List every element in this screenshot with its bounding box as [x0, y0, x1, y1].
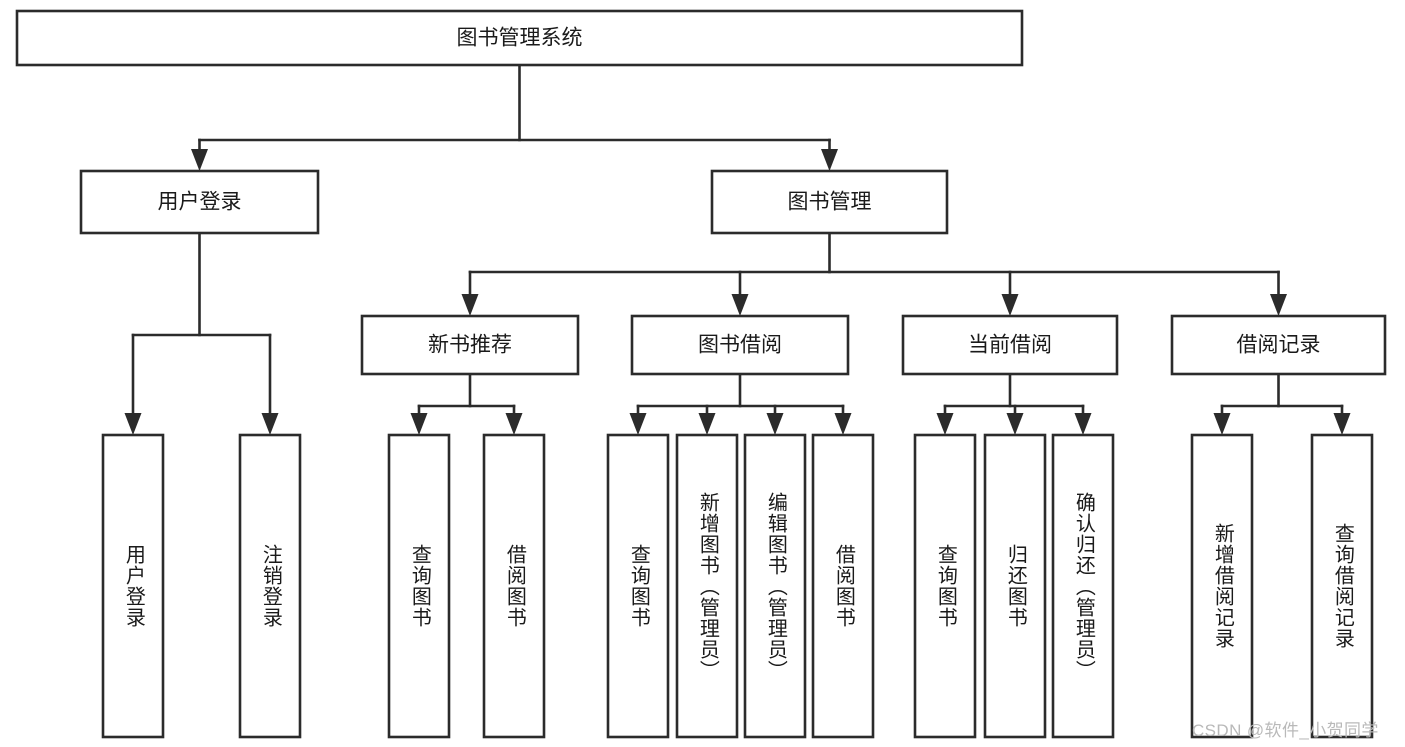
node-box-current-borrow[interactable]: [901, 314, 1119, 376]
arrow-head-icon: [1074, 413, 1092, 435]
node-leaf-user-logout[interactable]: [238, 433, 302, 739]
edge-group-book-manage: [461, 231, 1287, 316]
node-box-root[interactable]: [15, 9, 1024, 67]
node-book-borrow[interactable]: 图书借阅: [630, 314, 850, 376]
node-box-leaf-add-book-admin[interactable]: [675, 433, 739, 739]
arrow-head-icon: [1213, 413, 1231, 435]
arrow-head-icon: [629, 413, 647, 435]
node-box-leaf-query-book-1[interactable]: [387, 433, 451, 739]
node-box-leaf-borrow-book-2[interactable]: [811, 433, 875, 739]
arrow-head-icon: [191, 149, 208, 171]
node-leaf-confirm-return-admin[interactable]: [1051, 433, 1115, 739]
node-leaf-user-login[interactable]: [101, 433, 165, 739]
node-label-user-login: 用户登录: [158, 191, 242, 214]
arrow-head-icon: [505, 413, 523, 435]
node-box-leaf-borrow-book-1[interactable]: [482, 433, 546, 739]
arrow-head-icon: [1001, 294, 1019, 316]
edge-group-root: [191, 63, 838, 171]
edges-layer: [124, 63, 1351, 435]
node-box-leaf-query-book-3[interactable]: [913, 433, 977, 739]
edge-group-new-book-rec: [410, 372, 523, 435]
edge-group-book-borrow: [629, 372, 852, 435]
node-leaf-add-borrow-record[interactable]: [1190, 433, 1254, 739]
arrow-head-icon: [461, 294, 479, 316]
node-user-login[interactable]: 用户登录: [79, 169, 320, 235]
csdn-watermark: CSDN @软件_小贺同学: [1192, 721, 1379, 740]
node-leaf-borrow-book-2[interactable]: [811, 433, 875, 739]
arrow-head-icon: [1333, 413, 1351, 435]
node-box-new-book-rec[interactable]: [360, 314, 580, 376]
edge-group-current-borrow: [936, 372, 1092, 435]
node-leaf-edit-book-admin[interactable]: [743, 433, 807, 739]
node-root[interactable]: 图书管理系统: [15, 9, 1024, 67]
arrow-head-icon: [1270, 294, 1287, 316]
arrow-head-icon: [834, 413, 852, 435]
arrow-head-icon: [410, 413, 428, 435]
node-leaf-query-borrow-record[interactable]: [1310, 433, 1374, 739]
node-label-book-borrow: 图书借阅: [698, 334, 782, 357]
node-box-leaf-query-book-2[interactable]: [606, 433, 670, 739]
arrow-head-icon: [731, 294, 749, 316]
arrow-head-icon: [261, 413, 279, 435]
arrow-head-icon: [124, 413, 142, 435]
node-leaf-query-book-3[interactable]: [913, 433, 977, 739]
node-box-leaf-edit-book-admin[interactable]: [743, 433, 807, 739]
node-box-user-login[interactable]: [79, 169, 320, 235]
node-box-borrow-record[interactable]: [1170, 314, 1387, 376]
node-box-leaf-user-login[interactable]: [101, 433, 165, 739]
node-leaf-return-book[interactable]: [983, 433, 1047, 739]
node-label-root: 图书管理系统: [457, 27, 583, 50]
arrow-head-icon: [936, 413, 954, 435]
arrow-head-icon: [821, 149, 838, 171]
edge-group-user-login: [124, 231, 279, 435]
node-label-new-book-rec: 新书推荐: [428, 334, 512, 357]
node-box-leaf-confirm-return-admin[interactable]: [1051, 433, 1115, 739]
arrow-head-icon: [1006, 413, 1024, 435]
node-borrow-record[interactable]: 借阅记录: [1170, 314, 1387, 376]
node-leaf-query-book-1[interactable]: [387, 433, 451, 739]
node-leaf-query-book-2[interactable]: [606, 433, 670, 739]
edge-group-borrow-record: [1213, 372, 1351, 435]
node-box-book-borrow[interactable]: [630, 314, 850, 376]
node-label-borrow-record: 借阅记录: [1237, 334, 1321, 357]
node-box-leaf-add-borrow-record[interactable]: [1190, 433, 1254, 739]
node-box-leaf-return-book[interactable]: [983, 433, 1047, 739]
node-leaf-borrow-book-1[interactable]: [482, 433, 546, 739]
arrow-head-icon: [766, 413, 784, 435]
node-box-book-manage[interactable]: [710, 169, 949, 235]
node-leaf-add-book-admin[interactable]: [675, 433, 739, 739]
node-book-manage[interactable]: 图书管理: [710, 169, 949, 235]
node-new-book-rec[interactable]: 新书推荐: [360, 314, 580, 376]
node-current-borrow[interactable]: 当前借阅: [901, 314, 1119, 376]
node-label-book-manage: 图书管理: [788, 191, 872, 214]
node-label-current-borrow: 当前借阅: [968, 334, 1052, 357]
node-box-leaf-user-logout[interactable]: [238, 433, 302, 739]
node-box-leaf-query-borrow-record[interactable]: [1310, 433, 1374, 739]
arrow-head-icon: [698, 413, 716, 435]
